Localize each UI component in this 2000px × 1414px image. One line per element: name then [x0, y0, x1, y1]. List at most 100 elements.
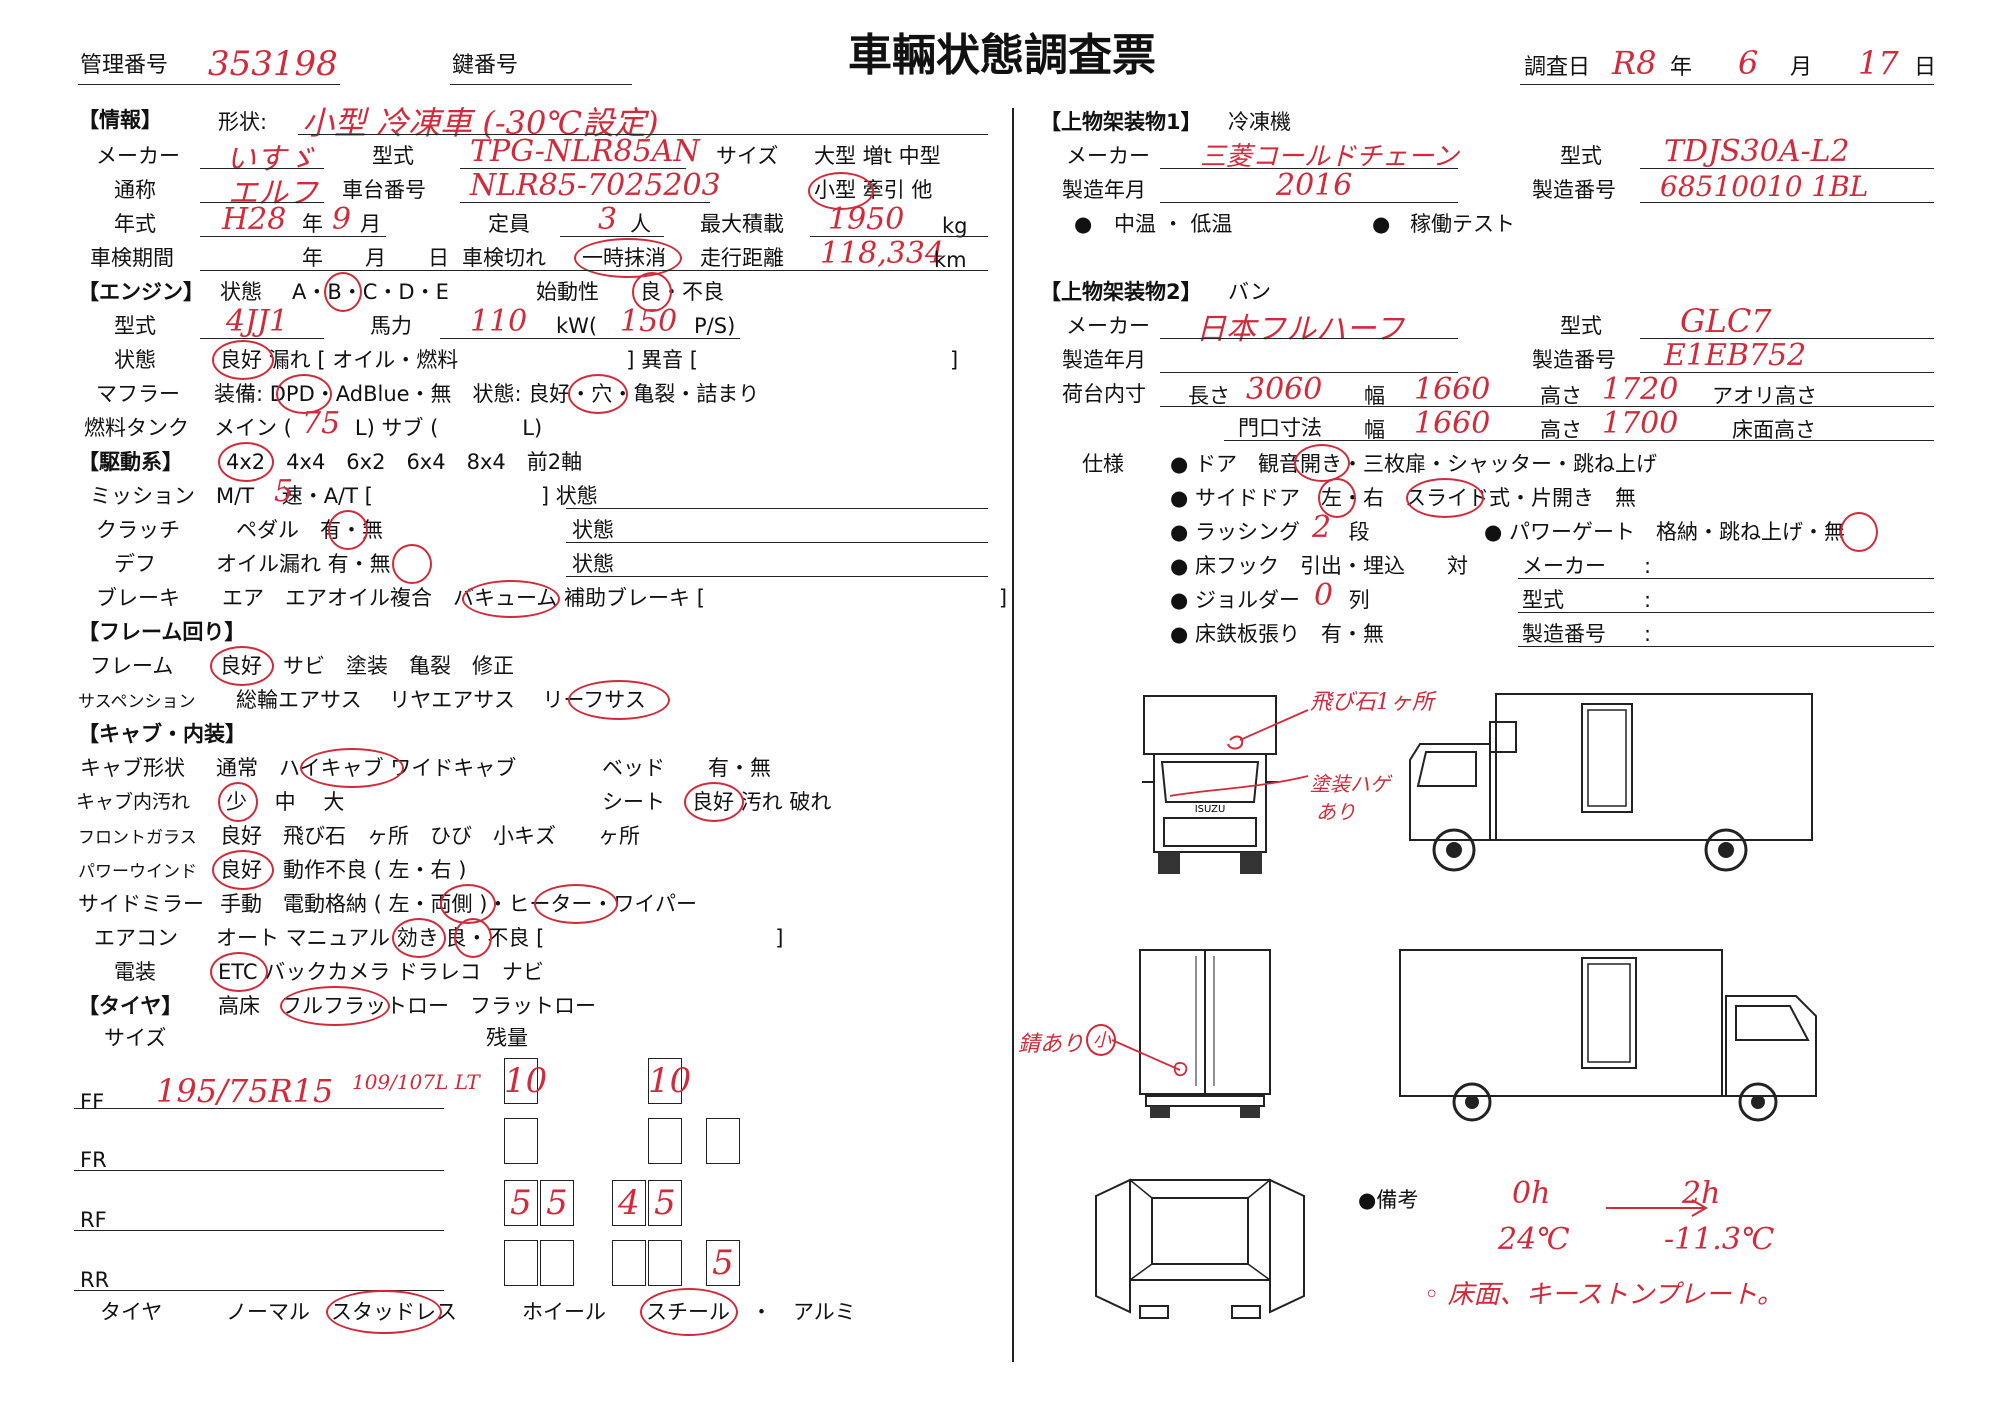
body2-maker-label: メーカー	[1066, 314, 1150, 338]
spec-door-text: ドア 観音開き・三枚扉・シャッター・跳ね上げ	[1195, 452, 1657, 476]
tread-cell	[706, 1240, 740, 1286]
truck-rear-view	[1139, 949, 1271, 1118]
model-label: 型式	[372, 144, 414, 168]
seat-label: シート	[602, 790, 665, 814]
door-kannon-circle	[1294, 444, 1350, 482]
door-dim-label: 門口寸法	[1238, 416, 1322, 440]
spec-lashing: ● ラッシング 段	[1170, 520, 1370, 544]
max-load-line	[810, 236, 988, 237]
pg-serial-label: 製造番号	[1522, 622, 1606, 646]
body1-serial-value: 68510010 1BL	[1660, 170, 1869, 203]
common-name-value: エルフ	[228, 176, 318, 211]
bed-label: ベッド	[602, 756, 665, 780]
body2-serial-line	[1640, 372, 1934, 373]
tread-cell	[648, 1118, 682, 1164]
body1-model-label: 型式	[1560, 144, 1602, 168]
remarks-label-text: 備考	[1376, 1188, 1419, 1212]
spec-side: ● サイドドア 左・右 スライド式・片開き 無	[1170, 486, 1636, 510]
spec-door: ● ドア 観音開き・三枚扉・シャッター・跳ね上げ	[1170, 452, 1657, 476]
grade-b-circle	[324, 272, 362, 312]
drive-section-title: 【駆動系】	[78, 450, 183, 474]
tire-ff-size: 195/75R15	[156, 1072, 334, 1110]
key-number-line	[450, 84, 632, 85]
aircon-text: オート マニュアル 効き 良・不良 [ ]	[216, 926, 784, 950]
bed-width-value: 1660	[1414, 372, 1491, 407]
note-stone-chip: 飛び石1ヶ所	[1310, 690, 1434, 715]
max-load-value: 1950	[828, 202, 905, 237]
year-line	[200, 236, 386, 237]
body1-year-line	[1160, 202, 1458, 203]
wheel-label: ホイール	[522, 1300, 606, 1324]
model-value: TPG-NLR85AN	[470, 134, 700, 169]
pg-maker-label: メーカー	[1522, 554, 1606, 578]
bed-height-label: 高さ	[1540, 384, 1582, 408]
tread-value: 5	[546, 1183, 568, 1223]
rust-small-circle	[1086, 1024, 1116, 1056]
mirror-heater-circle	[534, 884, 618, 924]
note-paint-peel-2: あり	[1316, 800, 1356, 824]
size-small-circle	[808, 172, 874, 210]
fuel-main-value: 75	[302, 406, 341, 441]
body2-section-title: 【上物架装物2】	[1040, 280, 1202, 304]
remark-temp-0h: 24℃	[1498, 1222, 1570, 1257]
tire-type-options: 高床 フルフラットロー フラットロー	[218, 994, 596, 1018]
tread-cell	[648, 1058, 682, 1104]
remark-time-0h: 0h	[1512, 1176, 1551, 1211]
form-title: 車輛状態調査票	[848, 30, 1156, 81]
spec-jolder: ● ジョルダー 列	[1170, 588, 1370, 612]
damage-marks-front	[1169, 709, 1309, 797]
tire-fr-line	[74, 1170, 444, 1171]
diff-label: デフ	[114, 552, 156, 576]
capacity-label: 定員	[488, 212, 530, 236]
tread-value: 10	[504, 1061, 548, 1101]
side-mirror-label: サイドミラー	[78, 892, 204, 916]
tread-value: 5	[712, 1243, 734, 1283]
pg-maker-line	[1518, 578, 1934, 579]
arrow-icon	[1606, 1199, 1709, 1217]
door-dim-line	[1224, 440, 1934, 441]
remark-time-2h: 2h	[1682, 1176, 1721, 1211]
tread-cell	[504, 1058, 538, 1104]
body2-maker-line	[1160, 338, 1458, 339]
engine-model-line	[200, 338, 324, 339]
tire-ff-load: 109/107L LT	[352, 1070, 480, 1094]
body2-maker-value: 日本フルハーフ	[1196, 312, 1405, 347]
survey-month-label: 月	[1790, 55, 1813, 80]
power-line	[440, 338, 740, 339]
maker-label: メーカー	[96, 144, 180, 168]
rust-pointer	[1111, 1039, 1188, 1077]
power-ps-unit: P/S)	[694, 314, 736, 338]
side-left-circle	[1318, 478, 1356, 518]
bed-dim-label: 荷台内寸	[1062, 382, 1146, 406]
tire-remain-label: 残量	[486, 1026, 528, 1050]
windshield-label: フロントガラス	[78, 828, 197, 848]
spec-powergate: ● パワーゲート 格納・跳ね上げ・無	[1484, 520, 1845, 544]
full-flat-circle	[280, 986, 390, 1026]
info-section-title: 【情報】	[78, 108, 162, 132]
key-number-label: 鍵番号	[452, 53, 519, 78]
side-slide-circle	[1406, 478, 1484, 518]
body1-maker-label: メーカー	[1066, 144, 1150, 168]
survey-date-label: 調査日	[1524, 55, 1591, 80]
aircon-good-circle	[454, 918, 492, 958]
tire-rf-line	[74, 1230, 444, 1231]
mileage-value: 118,334	[820, 236, 945, 271]
muffler-label: マフラー	[96, 382, 180, 406]
tread-value: 5	[654, 1183, 676, 1223]
mgmt-number-line	[78, 84, 340, 85]
survey-day: 17	[1858, 44, 1899, 82]
max-load-unit: kg	[942, 214, 968, 238]
pg-model-label: 型式	[1522, 588, 1564, 612]
spec-powergate-text: パワーゲート 格納・跳ね上げ・無	[1509, 520, 1845, 544]
truck-side-view-right	[1409, 693, 1813, 872]
bed-height-value: 1720	[1602, 372, 1679, 407]
chassis-label: 車台番号	[342, 178, 426, 202]
frame-section-title: 【フレーム回り】	[78, 620, 246, 644]
mission-state-line	[566, 508, 988, 509]
bed-options: 有・無	[708, 756, 771, 780]
aircon-works-circle	[392, 918, 446, 958]
diff-state-label: 状態	[572, 552, 614, 576]
high-cab-circle	[300, 748, 404, 788]
door-width-value: 1660	[1414, 406, 1491, 441]
tire-rr-label: RR	[80, 1268, 110, 1292]
